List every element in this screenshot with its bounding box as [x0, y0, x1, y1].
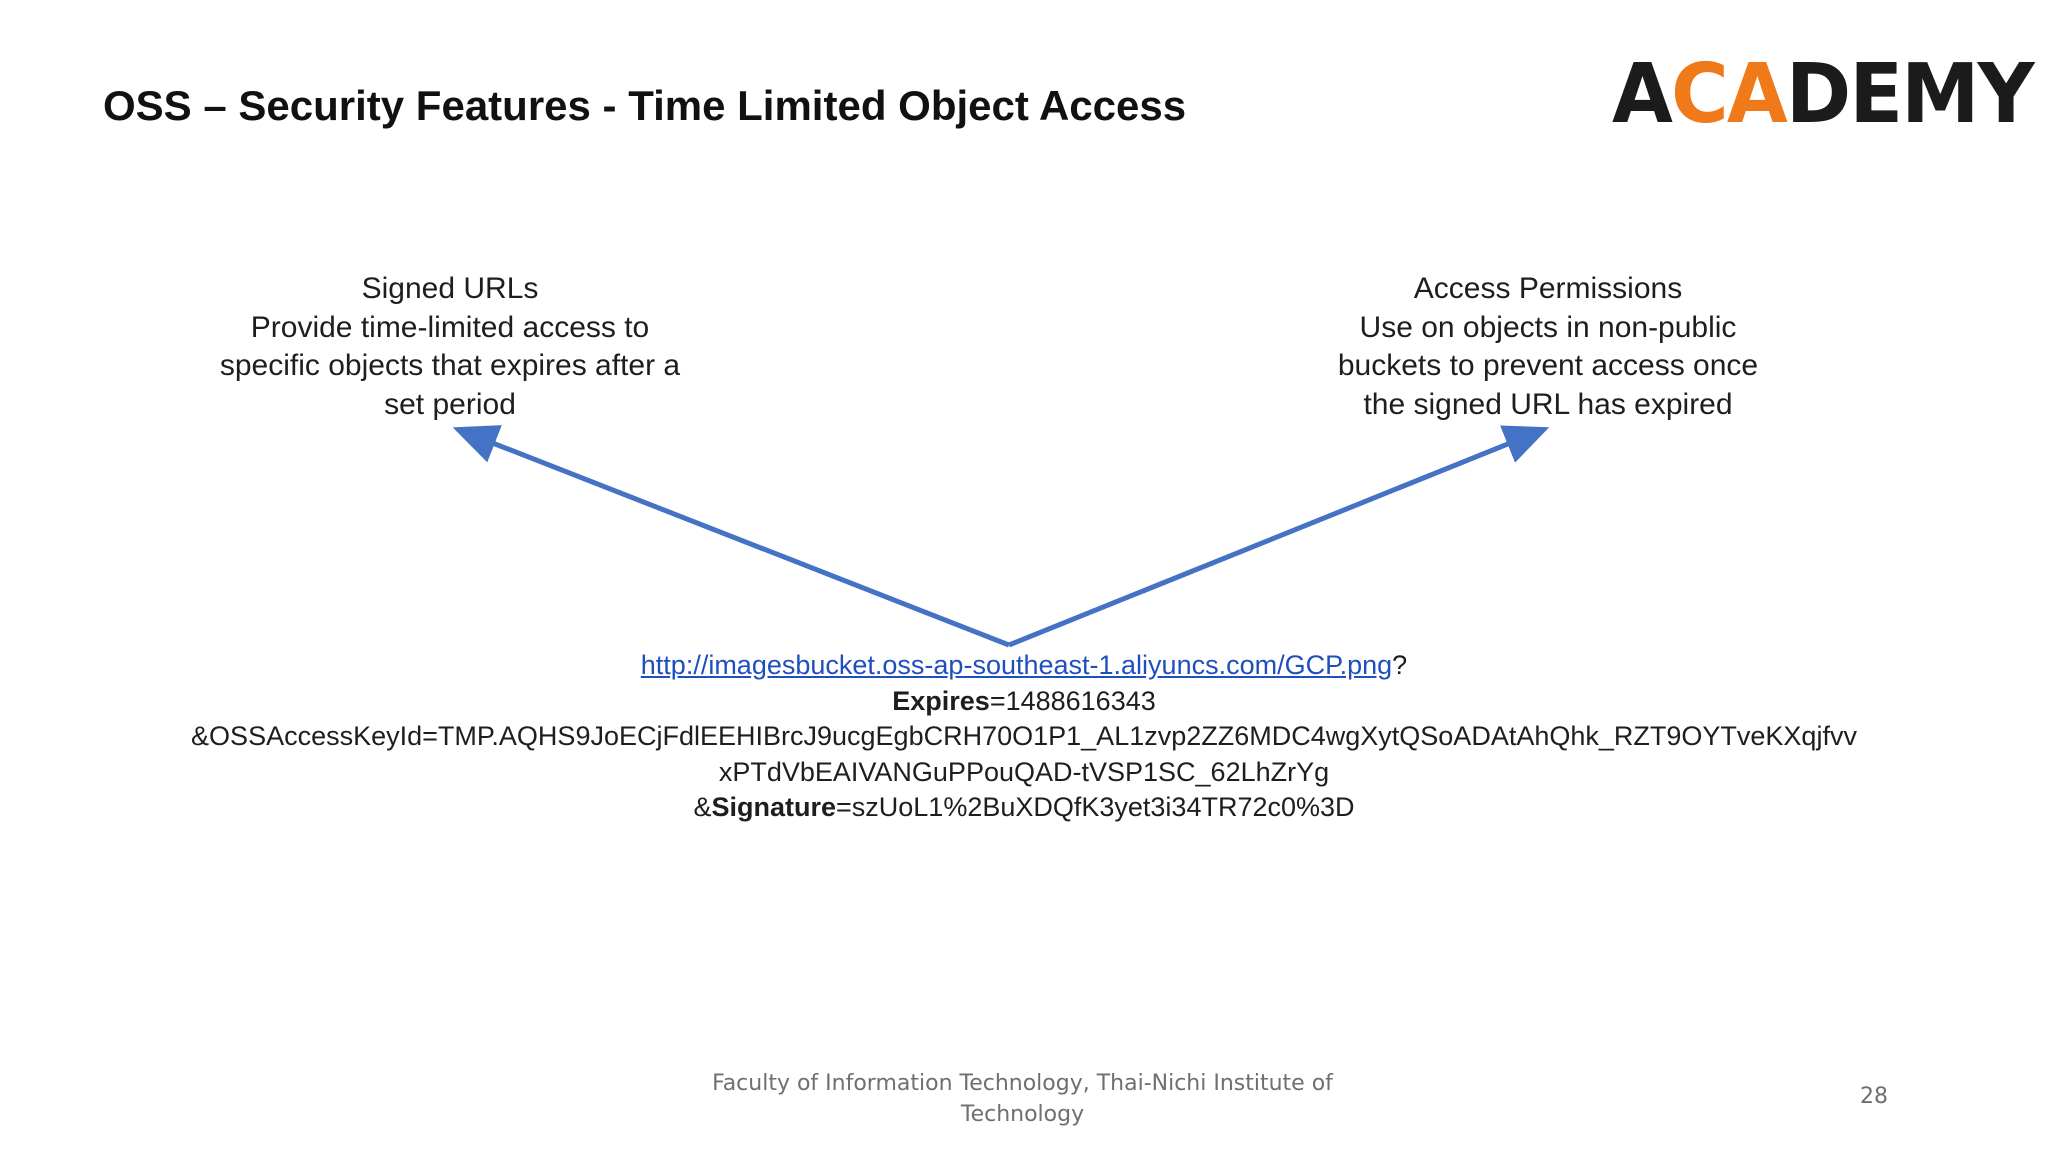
- access-permissions-heading: Access Permissions: [1413, 272, 1683, 305]
- signed-urls-heading: Signed URLs: [361, 272, 539, 305]
- signed-urls-note: Signed URLs Provide time-limited access …: [175, 270, 725, 424]
- signed-url-link[interactable]: http://imagesbucket.oss-ap-southeast-1.a…: [640, 650, 1393, 680]
- signed-urls-line: set period: [384, 387, 516, 421]
- access-permissions-line: Use on objects in non-public: [1359, 310, 1737, 344]
- logo-letter-a1: A: [1612, 47, 1673, 142]
- arrow-to-signed-urls: [452, 425, 1010, 648]
- access-key-continued: xPTdVbEAIVANGuPPouQAD-tVSP1SC_62LhZrYg: [718, 756, 1330, 787]
- logo-letter-a2: A: [1726, 47, 1788, 142]
- slide-footer: Faculty of Information Technology, Thai-…: [690, 1068, 1355, 1130]
- access-key-line: &OSSAccessKeyId=TMP.AQHS9JoECjFdlEEHIBrc…: [191, 721, 1857, 751]
- page-number: 28: [1860, 1084, 1888, 1109]
- expires-line: Expires=1488616343: [40, 684, 2008, 720]
- access-permissions-line: the signed URL has expired: [1363, 387, 1733, 421]
- academy-logo: ACADEMY: [1612, 47, 2035, 142]
- signature-label: Signature: [711, 792, 836, 822]
- logo-letter-m: M: [1901, 47, 1979, 142]
- logo-letter-y: Y: [1977, 47, 2035, 142]
- signature-line: &Signature=szUoL1%2BuXDQfK3yet3i34TR72c0…: [40, 790, 2008, 826]
- signed-urls-line: specific objects that expires after a: [219, 349, 681, 382]
- expires-label: Expires: [892, 685, 990, 716]
- logo-letter-c: C: [1671, 47, 1729, 142]
- access-permissions-note: Access Permissions Use on objects in non…: [1298, 270, 1798, 424]
- url-query-mark: ?: [1392, 650, 1408, 680]
- signed-urls-line: Provide time-limited access to: [250, 310, 650, 344]
- url-line: http://imagesbucket.oss-ap-southeast-1.a…: [40, 648, 2008, 684]
- signature-prefix: &: [693, 792, 712, 822]
- logo-letter-d: D: [1785, 47, 1851, 142]
- arrow-to-access-permissions: [1008, 425, 1550, 648]
- logo-letter-e: E: [1849, 47, 1903, 142]
- signature-value: =szUoL1%2BuXDQfK3yet3i34TR72c0%3D: [836, 792, 1355, 822]
- slide-title: OSS – Security Features - Time Limited O…: [103, 82, 1187, 129]
- access-permissions-line: buckets to prevent access once: [1337, 349, 1759, 382]
- footer-line-1: Faculty of Information Technology, Thai-…: [712, 1071, 1333, 1096]
- expires-value: =1488616343: [989, 685, 1156, 716]
- footer-line-2: Technology: [960, 1102, 1085, 1127]
- signed-url-example: http://imagesbucket.oss-ap-southeast-1.a…: [40, 648, 2008, 826]
